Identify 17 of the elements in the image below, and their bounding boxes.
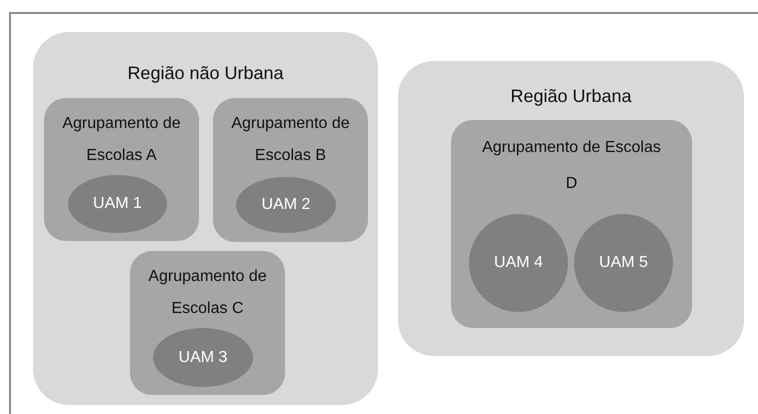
- node-label: UAM 5: [599, 253, 648, 273]
- group-box: [451, 120, 692, 328]
- node-label: UAM 2: [262, 195, 310, 215]
- node-label: Agrupamento de Escolas C: [147, 267, 268, 319]
- node-label: UAM 4: [494, 253, 543, 273]
- node-label: UAM 3: [178, 348, 228, 368]
- node-label: Região não Urbana: [126, 62, 285, 84]
- region-panel: [33, 32, 378, 405]
- node-label: Agrupamento de Escolas B: [230, 114, 351, 166]
- region-panel: [398, 61, 744, 356]
- group-box: [44, 98, 199, 241]
- node-label: UAM 1: [93, 194, 142, 214]
- node-label: Região Urbana: [509, 85, 633, 107]
- group-box: [213, 98, 368, 242]
- group-box: [130, 251, 285, 395]
- node-label: Agrupamento de Escolas A: [61, 114, 182, 166]
- node-label: Agrupamento de Escolas D: [481, 138, 662, 194]
